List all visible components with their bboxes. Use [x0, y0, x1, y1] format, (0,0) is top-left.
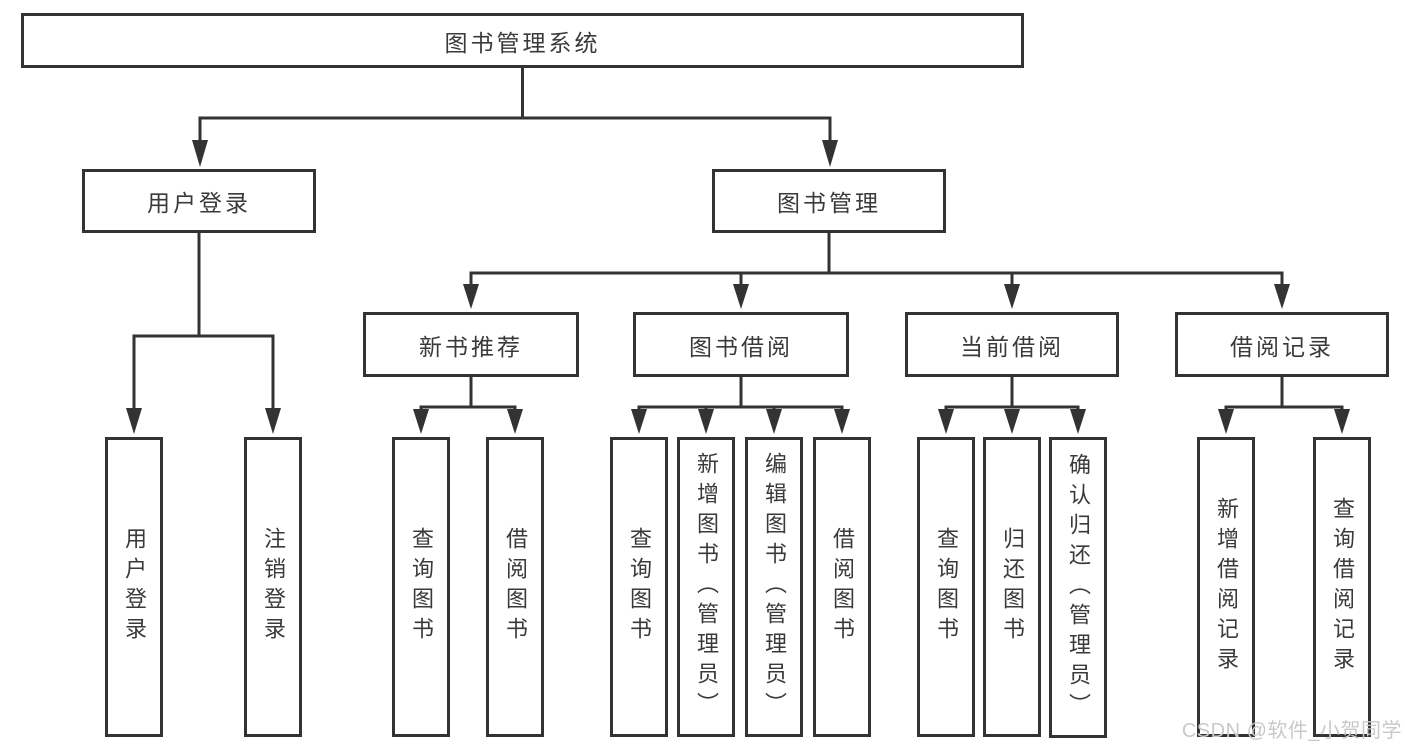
node-label: 新书推荐 — [419, 333, 523, 360]
leaf-user-login: 用户登录 — [105, 437, 163, 737]
node-current-borrowing: 当前借阅 — [905, 312, 1119, 377]
node-label: 查询图书 — [409, 527, 434, 647]
csdn-watermark: CSDN @软件_小贺同学 — [1181, 720, 1402, 742]
leaf-borrow-books-borrow: 借阅图书 — [813, 437, 871, 737]
node-label: 编辑图书（管理员） — [762, 452, 787, 722]
node-label: 注销登录 — [261, 527, 286, 647]
node-book-borrowing: 图书借阅 — [633, 312, 849, 377]
leaf-query-books-borrow: 查询图书 — [610, 437, 668, 737]
node-label: 新增借阅记录 — [1214, 497, 1239, 677]
node-label: 当前借阅 — [960, 333, 1064, 360]
node-label: 用户登录 — [122, 527, 147, 647]
leaf-add-book-admin: 新增图书（管理员） — [677, 437, 735, 737]
node-label: 借阅记录 — [1230, 333, 1334, 360]
leaf-query-borrow-record: 查询借阅记录 — [1313, 437, 1371, 737]
leaf-borrow-books-recommend: 借阅图书 — [486, 437, 544, 737]
leaf-return-books: 归还图书 — [983, 437, 1041, 737]
node-user-login: 用户登录 — [82, 169, 316, 233]
node-label: 查询借阅记录 — [1330, 497, 1355, 677]
leaf-query-books-current: 查询图书 — [917, 437, 975, 737]
node-label: 借阅图书 — [830, 527, 855, 647]
leaf-query-books-recommend: 查询图书 — [392, 437, 450, 737]
node-label: 归还图书 — [1000, 527, 1025, 647]
leaf-confirm-return-admin: 确认归还（管理员） — [1049, 437, 1107, 738]
connector-arrowheads — [126, 140, 1350, 434]
node-label: 查询图书 — [934, 527, 959, 647]
leaf-edit-book-admin: 编辑图书（管理员） — [745, 437, 803, 737]
node-borrowing-records: 借阅记录 — [1175, 312, 1389, 377]
connector-edges — [132, 67, 1344, 410]
node-book-management: 图书管理 — [712, 169, 946, 233]
leaf-add-borrow-record: 新增借阅记录 — [1197, 437, 1255, 737]
leaf-logout: 注销登录 — [244, 437, 302, 737]
node-label: 用户登录 — [147, 190, 251, 216]
node-label: 图书管理系统 — [444, 29, 601, 56]
node-label: 确认归还（管理员） — [1066, 452, 1091, 723]
node-label: 借阅图书 — [503, 527, 528, 647]
node-label: 图书借阅 — [689, 333, 793, 360]
node-label: 新增图书（管理员） — [694, 452, 719, 722]
node-label: 图书管理 — [777, 190, 881, 216]
node-root: 图书管理系统 — [21, 13, 1024, 68]
node-new-book-recommendation: 新书推荐 — [363, 312, 579, 377]
node-label: 查询图书 — [627, 527, 652, 647]
